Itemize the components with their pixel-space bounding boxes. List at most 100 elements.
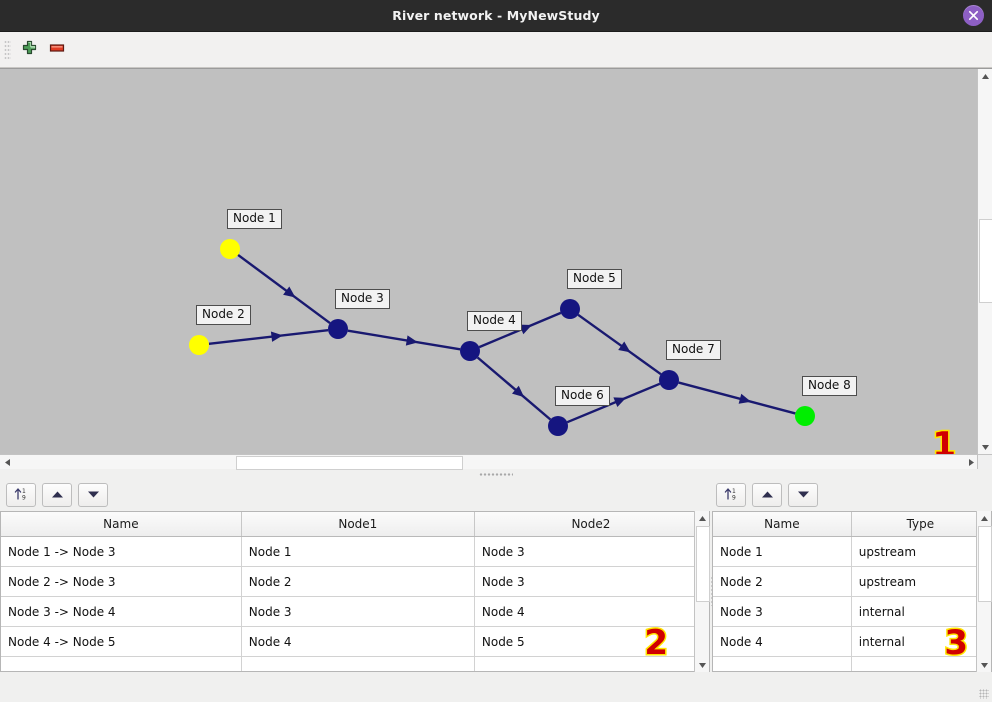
triangle-up-icon: [51, 488, 64, 502]
edge-Node5-to-Node7[interactable]: [577, 313, 662, 376]
table-cell[interactable]: Node 4 -> Node 5: [1, 626, 242, 657]
scroll-down-icon[interactable]: [695, 658, 709, 672]
close-icon[interactable]: [963, 5, 984, 26]
canvas-vertical-scrollbar[interactable]: [977, 69, 992, 454]
scroll-up-icon[interactable]: [978, 69, 992, 83]
window-titlebar: River network - MyNewStudy: [0, 0, 992, 32]
nodes-move-up-button[interactable]: [752, 483, 782, 507]
node-label-node-2[interactable]: Node 2: [196, 305, 251, 325]
graph-node-node-4[interactable]: [460, 341, 480, 361]
svg-text:9: 9: [732, 495, 736, 502]
edge-Node2-to-Node3[interactable]: [208, 328, 329, 346]
scroll-down-icon[interactable]: [977, 658, 991, 672]
remove-node-button[interactable]: [43, 37, 71, 63]
table-cell[interactable]: Node 4: [241, 626, 475, 657]
column-header-node2[interactable]: Node2: [474, 512, 708, 537]
column-header-type[interactable]: Type: [851, 512, 990, 537]
node-label-node-8[interactable]: Node 8: [802, 376, 857, 396]
scroll-up-icon[interactable]: [695, 511, 709, 525]
table-cell[interactable]: upstream: [851, 566, 990, 597]
edge-Node4-to-Node6[interactable]: [476, 356, 552, 421]
scroll-down-icon[interactable]: [978, 440, 992, 454]
nodes-table-scrollbar[interactable]: [976, 511, 992, 672]
node-label-node-4[interactable]: Node 4: [467, 311, 522, 331]
reaches-move-up-button[interactable]: [42, 483, 72, 507]
scroll-up-icon[interactable]: [977, 511, 991, 525]
node-label-node-1[interactable]: Node 1: [227, 209, 282, 229]
red-minus-icon: [49, 42, 66, 57]
node-label-node-7[interactable]: Node 7: [666, 340, 721, 360]
graph-node-node-8[interactable]: [795, 406, 815, 426]
graph-node-node-5[interactable]: [560, 299, 580, 319]
table-cell[interactable]: internal: [851, 626, 990, 657]
table-cell[interactable]: Node 5: [474, 626, 708, 657]
table-cell[interactable]: Node 4: [713, 626, 852, 657]
scroll-right-icon[interactable]: [964, 455, 978, 469]
edge-Node3-to-Node4[interactable]: [347, 329, 461, 351]
canvas-horizontal-scrollbar[interactable]: [0, 454, 978, 470]
reaches-table-scrollbar[interactable]: [694, 511, 710, 672]
table-cell[interactable]: Node 3 -> Node 4: [1, 596, 242, 627]
table-cell[interactable]: internal: [851, 596, 990, 627]
table-cell[interactable]: Node 1 -> Node 3: [1, 536, 242, 567]
nodes-sort-button[interactable]: 1 9: [716, 483, 746, 507]
network-graph[interactable]: [0, 69, 978, 454]
table-cell-empty: [241, 656, 475, 671]
graph-node-node-6[interactable]: [548, 416, 568, 436]
table-cell[interactable]: Node 2: [713, 566, 852, 597]
svg-text:1: 1: [732, 488, 736, 495]
edge-arrowhead: [613, 397, 626, 408]
reaches-sort-button[interactable]: 1 9: [6, 483, 36, 507]
column-header-name[interactable]: Name: [713, 512, 852, 537]
table-cell[interactable]: Node 3: [474, 566, 708, 597]
table-cell[interactable]: Node 3: [474, 536, 708, 567]
table-cell[interactable]: Node 3: [241, 596, 475, 627]
table-cell-empty: [713, 656, 852, 671]
table-cell[interactable]: Node 1: [713, 536, 852, 567]
table-cell[interactable]: Node 2: [241, 566, 475, 597]
add-node-button[interactable]: [15, 37, 43, 63]
table-cell[interactable]: upstream: [851, 536, 990, 567]
column-header-node1[interactable]: Node1: [241, 512, 475, 537]
graph-node-node-1[interactable]: [220, 239, 240, 259]
nodes-move-down-button[interactable]: [788, 483, 818, 507]
graph-node-node-7[interactable]: [659, 370, 679, 390]
nodes-scroll-thumb[interactable]: [978, 526, 992, 602]
reaches-scroll-thumb[interactable]: [696, 526, 710, 602]
node-label-node-6[interactable]: Node 6: [555, 386, 610, 406]
window-resize-grip[interactable]: [979, 689, 989, 699]
node-label-node-3[interactable]: Node 3: [335, 289, 390, 309]
table-cell[interactable]: Node 1: [241, 536, 475, 567]
table-cell[interactable]: Node 4: [474, 596, 708, 627]
graph-node-node-2[interactable]: [189, 335, 209, 355]
canvas-hscroll-thumb[interactable]: [236, 456, 463, 470]
network-canvas[interactable]: Node 1 Node 2 Node 3 Node 4 Node 5 Node 6 Node…: [0, 69, 978, 454]
scroll-left-icon[interactable]: [0, 455, 14, 469]
edge-Node1-to-Node3[interactable]: [237, 253, 331, 325]
edge-Node7-to-Node8[interactable]: [678, 381, 796, 415]
column-header-name[interactable]: Name: [1, 512, 242, 537]
toolbar-grip[interactable]: [4, 39, 11, 60]
table-cell[interactable]: Node 2 -> Node 3: [1, 566, 242, 597]
edge-arrowhead: [405, 335, 418, 346]
canvas-vscroll-thumb[interactable]: [979, 219, 992, 303]
edge-Node6-to-Node7[interactable]: [566, 382, 661, 424]
node-label-node-5[interactable]: Node 5: [567, 269, 622, 289]
reaches-move-down-button[interactable]: [78, 483, 108, 507]
table-cell[interactable]: Node 3: [713, 596, 852, 627]
graph-node-node-3[interactable]: [328, 319, 348, 339]
horizontal-splitter[interactable]: [0, 469, 992, 479]
scrollbar-corner: [977, 454, 992, 469]
